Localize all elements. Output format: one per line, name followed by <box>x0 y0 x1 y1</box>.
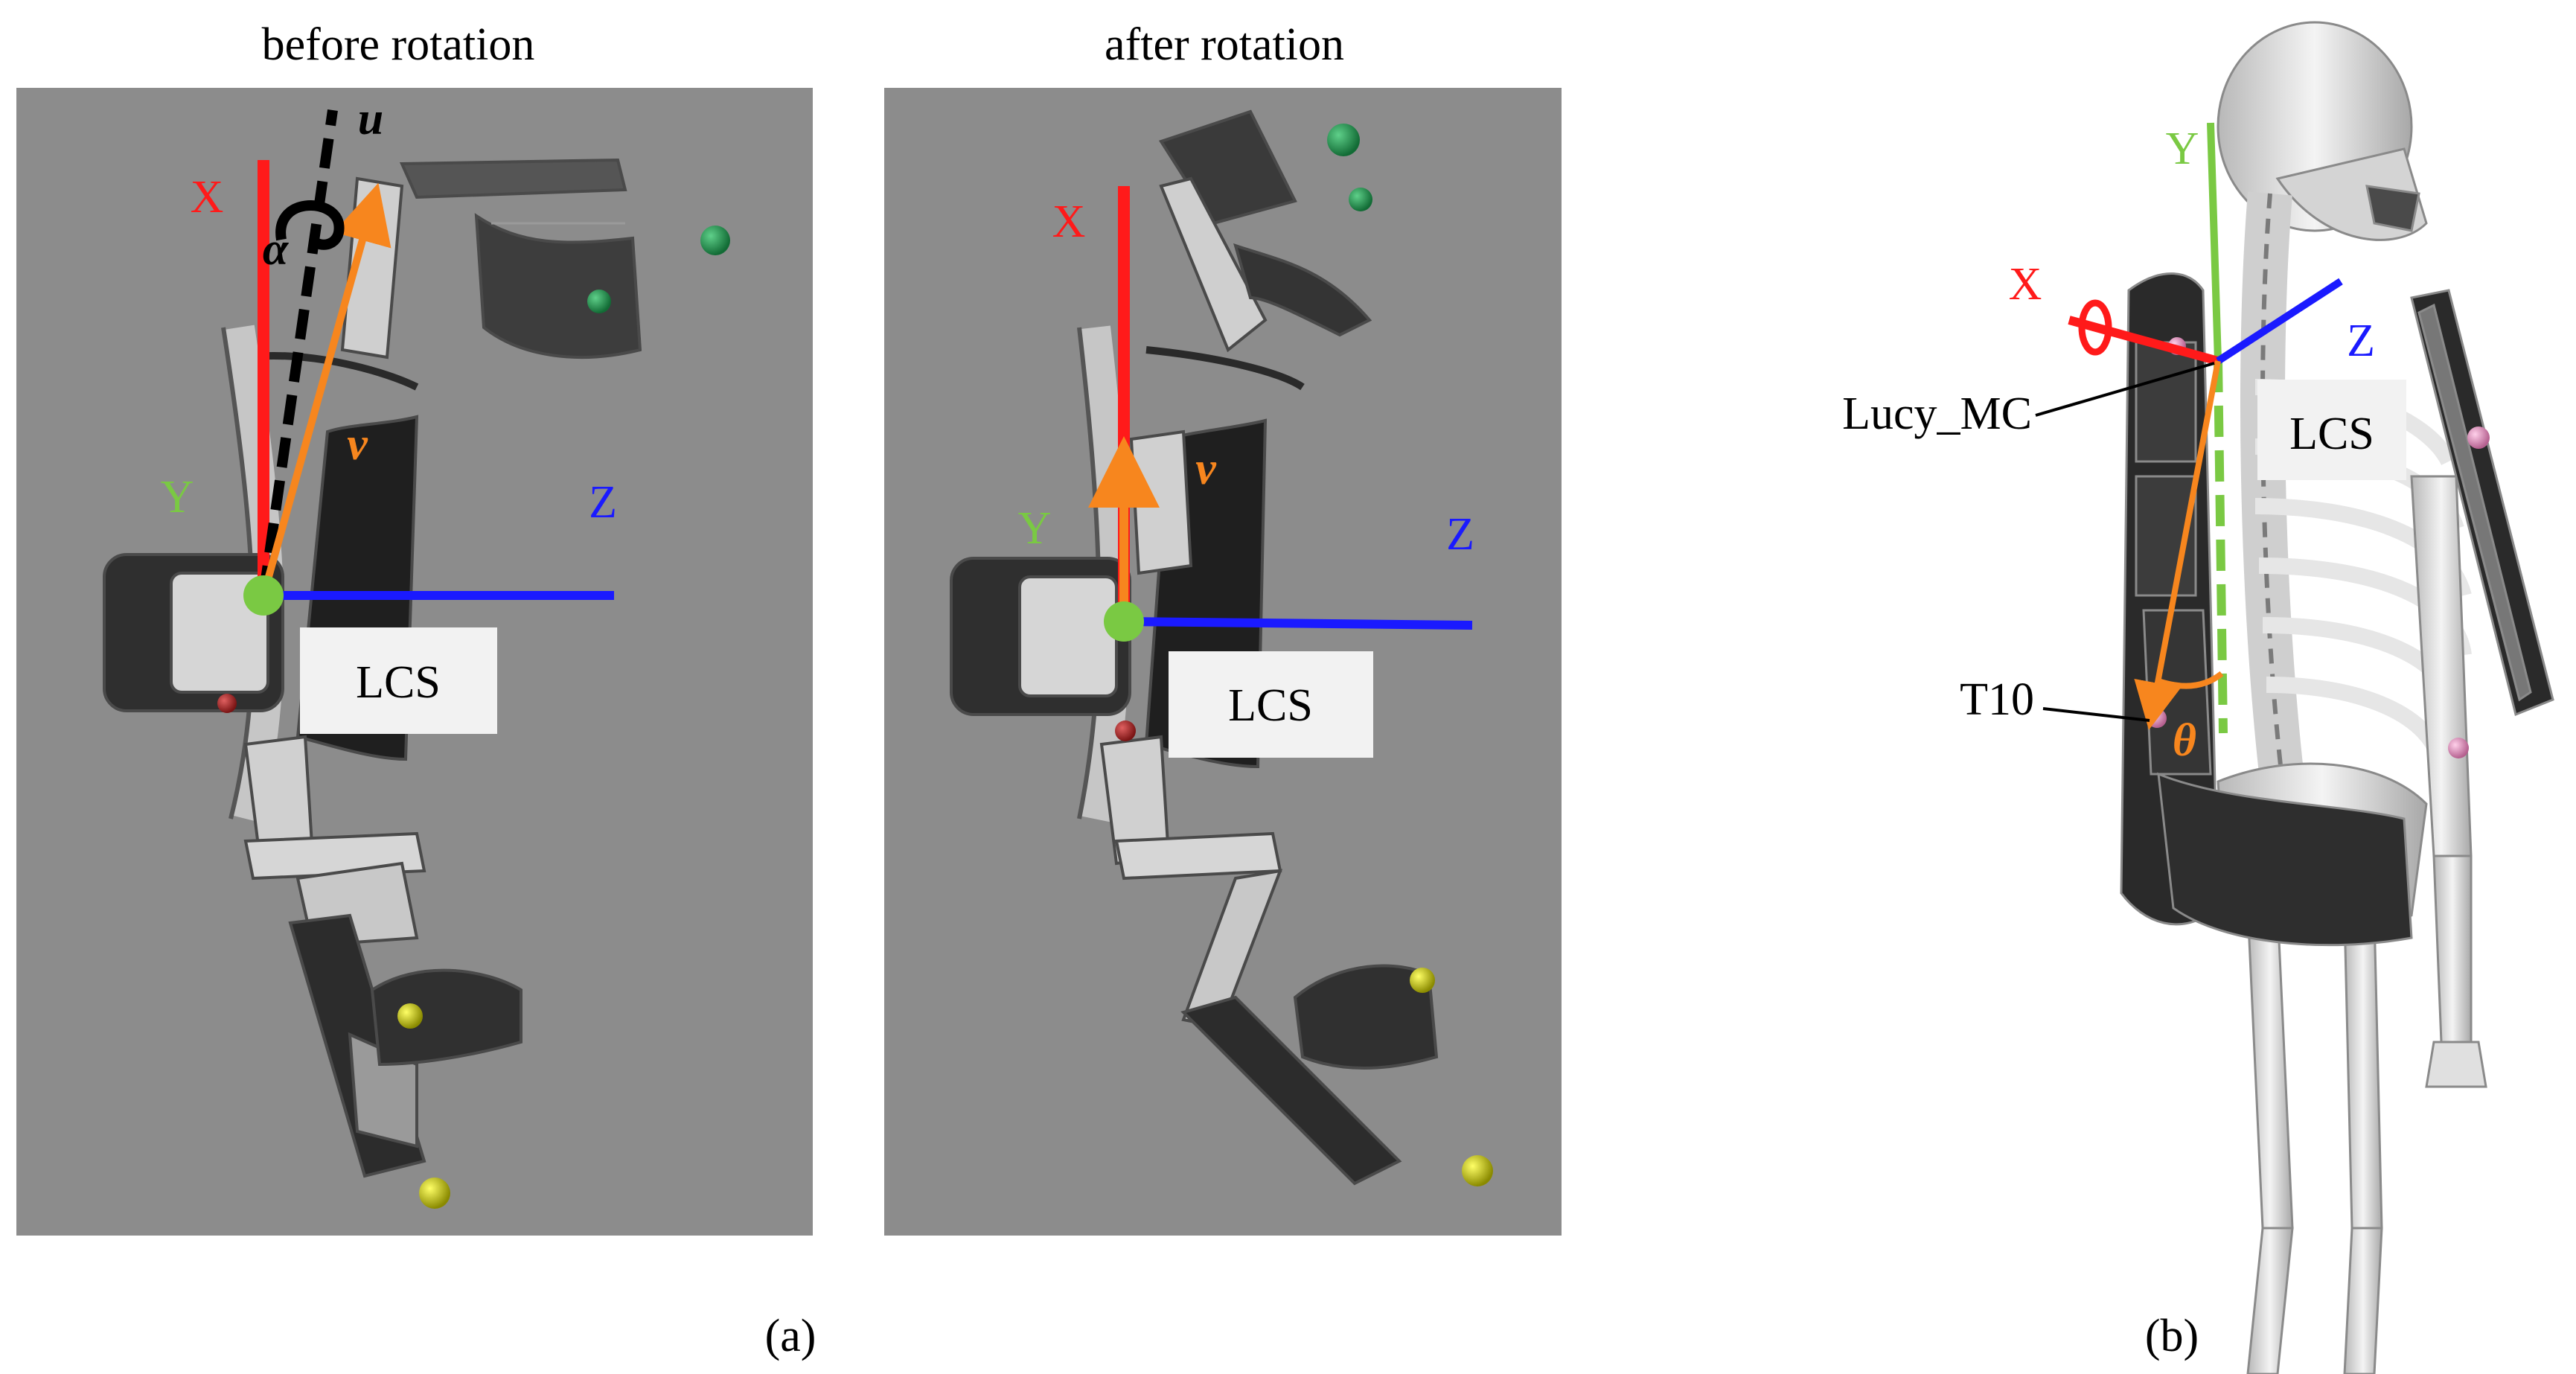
b-y-axis <box>2207 122 2222 362</box>
b-pink-marker-3 <box>2448 738 2469 758</box>
before-label-y: Y <box>161 472 194 523</box>
after-green-marker-2 <box>1349 188 1372 211</box>
skeleton-illustration <box>2120 21 2554 1374</box>
after-label-z: Z <box>1446 509 1474 560</box>
after-rotation-title: after rotation <box>1105 19 1344 70</box>
before-origin <box>243 575 284 616</box>
b-label-theta: θ <box>2173 715 2196 766</box>
b-label-y: Y <box>2166 124 2199 174</box>
t10-label: T10 <box>1960 674 2034 725</box>
b-x-axis <box>2068 316 2219 365</box>
after-label-v: v <box>1195 444 1217 494</box>
before-u-axis <box>258 109 338 596</box>
b-y-axis-dashed <box>2214 360 2228 734</box>
before-label-z: Z <box>589 477 617 528</box>
green-marker-2 <box>587 290 611 313</box>
after-lcs-box <box>1169 651 1373 758</box>
b-lcs-label: LCS <box>2289 409 2374 459</box>
before-v-vector <box>260 182 391 597</box>
before-lcs-box <box>300 627 497 734</box>
yellow-marker-2 <box>419 1178 450 1209</box>
after-green-marker-1 <box>1327 124 1360 156</box>
b-theta-arc <box>2157 671 2224 689</box>
before-label-x: X <box>191 172 224 223</box>
before-label-v: v <box>347 419 368 470</box>
before-label-alpha: α <box>263 224 290 275</box>
panel-a-before: before rotation <box>16 19 813 1236</box>
after-z-axis <box>1123 617 1473 630</box>
lucy-mc-leader <box>2035 362 2215 417</box>
t10-leader <box>2042 707 2150 722</box>
lucy-mc-label: Lucy_MC <box>1842 389 2032 439</box>
panel-b-caption: (b) <box>2145 1311 2199 1361</box>
b-vector-to-t10 <box>2134 360 2221 730</box>
b-z-axis <box>2216 278 2343 365</box>
after-label-x: X <box>1052 196 1086 247</box>
b-label-z: Z <box>2347 316 2375 366</box>
panel-b: Y X Z θ LCS Lucy_MC T10 <box>1842 21 2554 1374</box>
yellow-marker-1 <box>397 1003 423 1029</box>
b-x-rotation-arc <box>2078 299 2112 356</box>
b-lcs-box <box>2257 380 2406 480</box>
panel-a-after: after rotation X v <box>884 19 1562 1236</box>
after-red-marker <box>1115 720 1136 741</box>
before-alpha-arc <box>275 200 345 250</box>
after-lcs-label: LCS <box>1228 680 1313 731</box>
panel-a-caption: (a) <box>765 1311 816 1361</box>
after-yellow-marker-1 <box>1410 968 1435 993</box>
before-label-u: u <box>358 94 383 144</box>
green-marker-1 <box>700 226 730 255</box>
b-pink-marker-1 <box>2467 426 2490 449</box>
before-lcs-label: LCS <box>356 657 441 708</box>
b-label-x: X <box>2009 259 2042 310</box>
before-rotation-title: before rotation <box>262 19 535 70</box>
after-label-y: Y <box>1018 503 1052 554</box>
after-origin <box>1104 601 1144 642</box>
after-yellow-marker-2 <box>1462 1155 1493 1186</box>
red-marker <box>217 694 237 713</box>
